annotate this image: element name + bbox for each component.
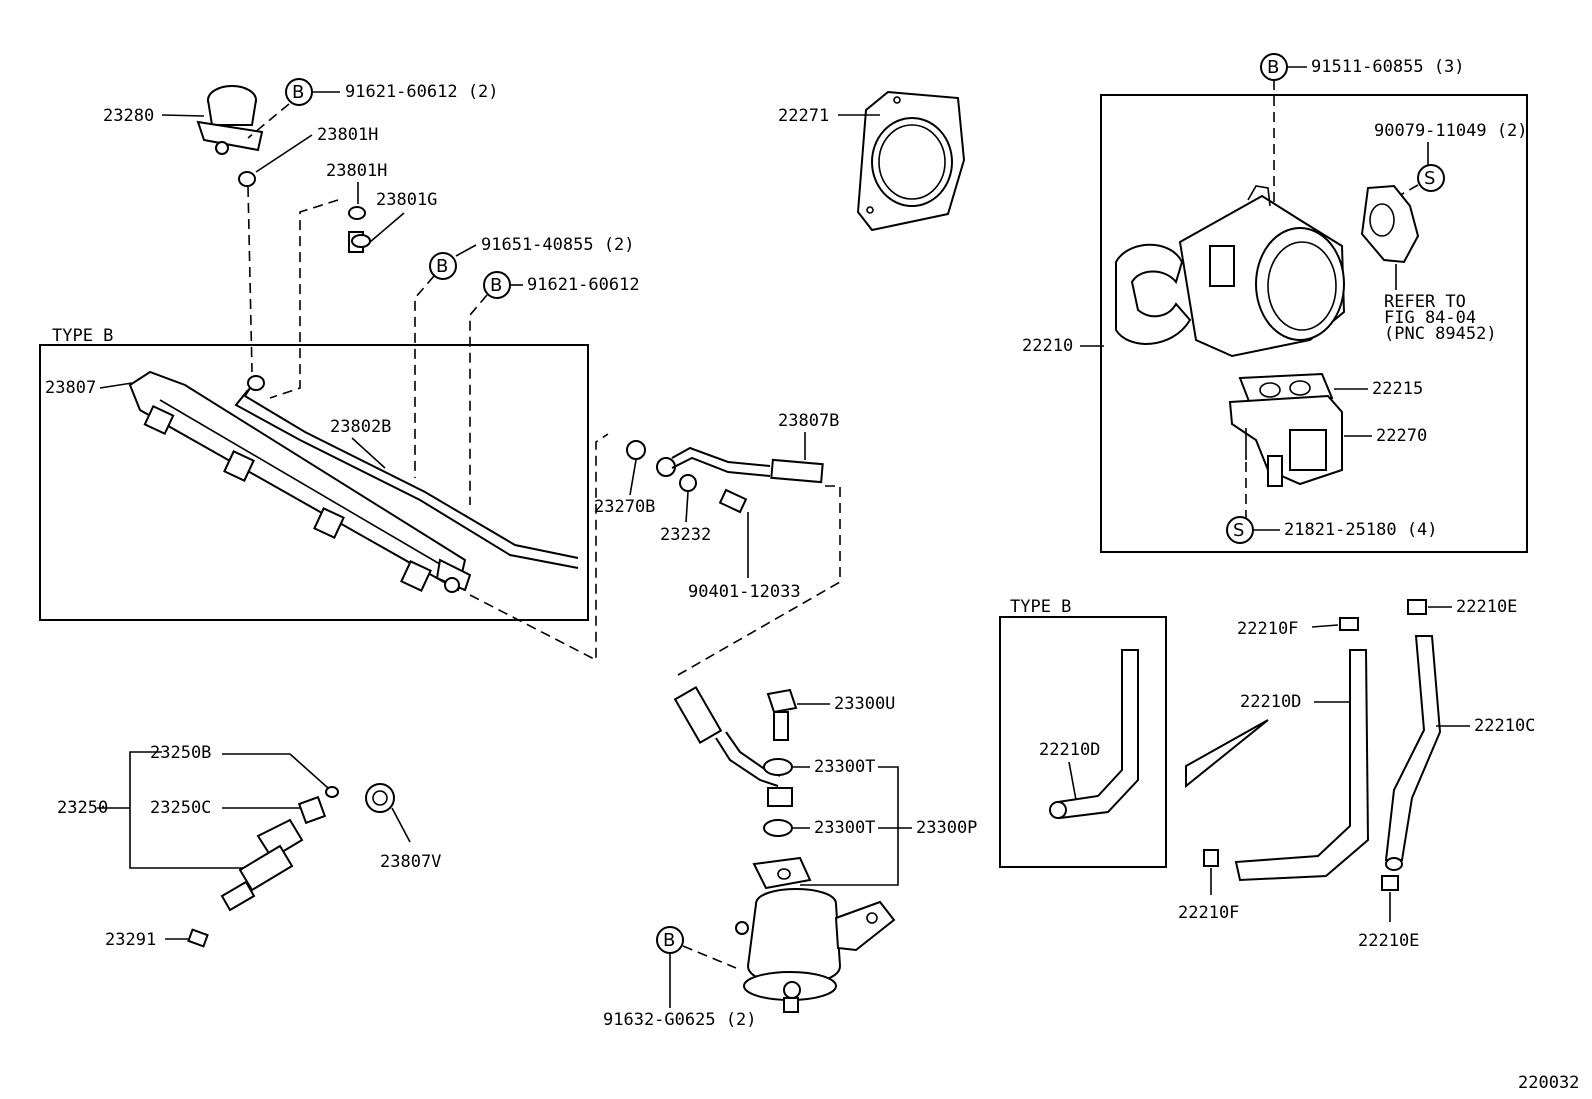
label-23232: 23232 (660, 525, 711, 545)
grommet-23250c (297, 795, 327, 825)
refer-line-2: FIG 84-04 (1384, 308, 1476, 328)
label-22210D-b: 22210D (1240, 692, 1301, 712)
screw-marker-s (1417, 164, 1445, 192)
marker-b-text: B (292, 82, 304, 103)
gasket-23300t-b (763, 819, 793, 837)
label-23801H-a: 23801H (317, 125, 378, 145)
marker-b-text-4: B (1267, 57, 1279, 78)
fitting-23300 (767, 787, 793, 807)
label-91621-60612-2: 91621-60612 (2) (345, 82, 499, 102)
pressure-regulator-23300p (735, 856, 896, 1013)
label-23280: 23280 (103, 106, 154, 126)
label-23807B: 23807B (778, 411, 839, 431)
label-22210: 22210 (1022, 336, 1073, 356)
type-b-label-left: TYPE B (52, 326, 113, 346)
label-23801G: 23801G (376, 190, 437, 210)
arrow-marker (1185, 719, 1269, 789)
refer-line-3: (PNC 89452) (1384, 324, 1497, 344)
label-23250C: 23250C (150, 798, 211, 818)
label-23300T-a: 23300T (814, 757, 875, 777)
gasket-22271 (856, 90, 966, 232)
type-b-label-right: TYPE B (1010, 597, 1071, 617)
label-22210D-a: 22210D (1039, 740, 1100, 760)
o-ring-23801h-b (348, 206, 366, 220)
label-23807: 23807 (45, 378, 96, 398)
pulsation-damper-part (196, 85, 264, 155)
clamp-22210f-b (1203, 849, 1219, 867)
label-22215: 22215 (1372, 379, 1423, 399)
label-23802B: 23802B (330, 417, 391, 437)
throttle-body-22210 (1115, 185, 1346, 358)
label-23801H-b: 23801H (326, 161, 387, 181)
fuel-hose-23807b (626, 440, 824, 514)
idle-air-valve-22270 (1228, 394, 1343, 487)
clamp-22210e-b (1381, 875, 1399, 891)
label-23270B: 23270B (594, 497, 655, 517)
label-90401-12033: 90401-12033 (688, 582, 801, 602)
type-b-box-left (39, 344, 589, 621)
gasket-23300t-a (763, 758, 793, 776)
label-23807V: 23807V (380, 852, 441, 872)
label-90079-11049-2: 90079-11049 (2) (1374, 121, 1528, 141)
label-91621-60612: 91621-60612 (527, 275, 640, 295)
label-23300T-b: 23300T (814, 818, 875, 838)
label-23250B: 23250B (150, 743, 211, 763)
injector-23250 (220, 818, 304, 912)
clamp-22210f-a (1339, 617, 1359, 631)
marker-b-text-5: B (663, 930, 675, 951)
union-bolt-23300u (766, 688, 798, 741)
label-23291: 23291 (105, 930, 156, 950)
o-ring-23250b (325, 786, 339, 798)
label-23250: 23250 (57, 798, 108, 818)
bolt-marker-b-2 (429, 252, 457, 280)
plug-23291 (187, 928, 209, 948)
throttle-position-sensor (1360, 184, 1420, 264)
label-22210C: 22210C (1474, 716, 1535, 736)
label-22210F-a: 22210F (1237, 619, 1298, 639)
hose-22210c (1384, 635, 1442, 871)
union-bolt-23801g (348, 231, 371, 253)
label-23300P: 23300P (916, 818, 977, 838)
label-22210E-b: 22210E (1358, 931, 1419, 951)
fuel-rail-assembly (128, 370, 579, 593)
marker-b-text-3: B (490, 275, 502, 296)
label-91651-40855-2: 91651-40855 (2) (481, 235, 635, 255)
label-91511-60855-3: 91511-60855 (3) (1311, 57, 1465, 77)
label-22210E-a: 22210E (1456, 597, 1517, 617)
clamp-22210e-a (1407, 599, 1427, 615)
cap-23807v (365, 783, 395, 813)
label-22270: 22270 (1376, 426, 1427, 446)
label-22271: 22271 (778, 106, 829, 126)
marker-s-text-2: S (1233, 520, 1244, 541)
diagram-id: 220032 (1518, 1073, 1579, 1093)
throttle-body-box (1100, 94, 1528, 553)
label-91632-G0625-2: 91632-G0625 (2) (603, 1010, 757, 1030)
o-ring-23801h-a (238, 171, 256, 187)
label-22210F-b: 22210F (1178, 903, 1239, 923)
type-b-box-right (999, 616, 1167, 868)
label-21821-25180-4: 21821-25180 (4) (1284, 520, 1438, 540)
label-23300U: 23300U (834, 694, 895, 714)
marker-s-text: S (1424, 168, 1435, 189)
hose-22210d (1234, 649, 1370, 882)
refer-line-1: REFER TO (1384, 292, 1466, 312)
hose-to-regulator (673, 685, 781, 787)
marker-b-text-2: B (436, 256, 448, 277)
hose-22210d-type-b (1049, 649, 1139, 820)
